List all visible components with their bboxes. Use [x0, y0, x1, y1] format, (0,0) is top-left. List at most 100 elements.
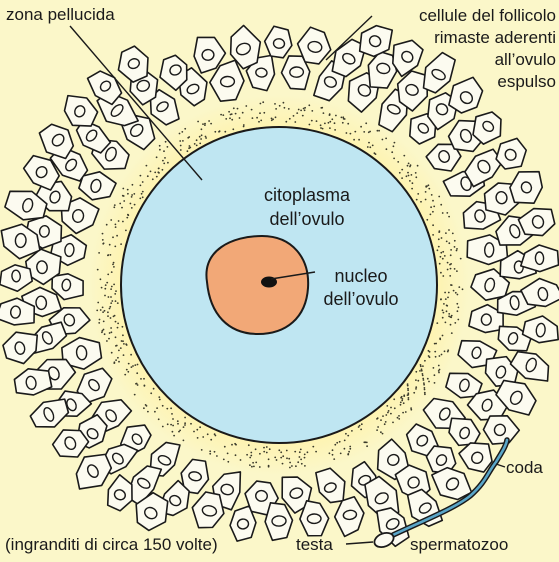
zona-dot: [294, 450, 297, 453]
zona-dot: [381, 138, 384, 141]
zona-dot: [133, 393, 136, 396]
zona-dot: [232, 128, 235, 131]
follicle-cell-nucleus: [509, 295, 520, 311]
zona-dot: [200, 449, 203, 451]
zona-dot: [433, 374, 436, 377]
zona-dot: [432, 234, 434, 236]
zona-dot: [242, 125, 245, 128]
zona-dot: [302, 107, 305, 110]
zona-dot: [315, 450, 317, 453]
zona-dot: [438, 371, 440, 374]
zona-dot: [111, 300, 114, 302]
zona-dot: [110, 351, 113, 354]
zona-dot: [260, 119, 263, 122]
zona-dot: [234, 454, 237, 457]
zona-dot: [108, 243, 111, 246]
zona-dot: [166, 407, 169, 410]
follicle-cell-nucleus: [255, 489, 268, 502]
follicle-cell-nucleus: [471, 346, 482, 360]
zona-dot: [166, 146, 169, 148]
zona-dot: [278, 104, 281, 107]
zona-dot: [366, 146, 369, 148]
zona-dot: [116, 326, 119, 329]
zona-dot: [224, 130, 227, 133]
zona-dot: [363, 131, 366, 133]
zona-dot: [107, 254, 110, 256]
zona-dot: [172, 424, 175, 427]
zona-dot: [176, 420, 179, 423]
zona-dot: [288, 117, 291, 120]
zona-dot: [136, 384, 139, 386]
zona-dot: [101, 306, 104, 309]
zona-dot: [231, 443, 233, 446]
zona-dot: [427, 349, 430, 352]
zona-dot: [304, 106, 306, 109]
follicle-cell-nucleus: [537, 286, 549, 302]
follicle-cell-nucleus: [482, 120, 495, 133]
zona-dot: [254, 448, 257, 451]
zona-dot: [190, 422, 192, 425]
zona-dot: [445, 232, 447, 235]
zona-dot: [272, 118, 274, 121]
zona-dot: [406, 383, 409, 385]
label-magnification: (ingranditi di circa 150 volte): [5, 535, 218, 554]
zona-dot: [419, 370, 421, 372]
zona-dot: [393, 407, 396, 410]
zona-dot: [366, 445, 368, 448]
zona-dot: [443, 255, 446, 257]
zona-dot: [423, 382, 425, 384]
follicle-cell-nucleus: [110, 104, 124, 117]
zona-dot: [258, 120, 260, 123]
follicle-cell-nucleus: [43, 407, 55, 422]
zona-dot: [329, 120, 332, 123]
zona-dot: [166, 423, 169, 426]
zona-dot: [363, 441, 366, 444]
zona-dot: [303, 456, 306, 459]
zona-dot: [385, 414, 388, 416]
zona-dot: [365, 122, 368, 125]
zona-dot: [446, 268, 449, 271]
zona-dot: [130, 196, 133, 198]
label-spermatozoon: spermatozoo: [410, 535, 509, 554]
follicle-cell-nucleus: [483, 242, 495, 258]
zona-dot: [161, 404, 164, 407]
zona-dot: [413, 391, 416, 394]
follicle-cell-nucleus: [74, 105, 86, 118]
zona-dot: [407, 398, 410, 401]
zona-dot: [423, 391, 426, 394]
zona-dot: [117, 322, 119, 325]
zona-dot: [336, 441, 339, 444]
zona-dot: [287, 108, 290, 110]
zona-dot: [429, 213, 432, 216]
zona-dot: [427, 184, 430, 187]
zona-dot: [135, 382, 137, 385]
zona-dot: [444, 291, 446, 294]
zona-dot: [407, 174, 410, 177]
zona-dot: [432, 210, 434, 213]
zona-dot: [122, 354, 125, 356]
zona-dot: [110, 327, 112, 329]
zona-dot: [453, 246, 456, 248]
zona-dot: [306, 451, 309, 454]
follicle-cell-nucleus: [386, 103, 401, 115]
follicle-cell-nucleus: [431, 68, 446, 81]
zona-dot: [158, 144, 161, 147]
zona-dot: [100, 286, 103, 289]
zona-dot: [152, 387, 155, 390]
zona-dot: [383, 423, 386, 426]
zona-dot: [401, 168, 404, 171]
zona-dot: [167, 161, 169, 164]
zona-dot: [449, 254, 452, 257]
follicle-cell-nucleus: [401, 50, 414, 63]
zona-dot: [129, 202, 132, 205]
zona-dot: [319, 124, 322, 127]
follicle-cell-nucleus: [129, 123, 144, 138]
follicle-cell-nucleus: [357, 84, 372, 97]
follicle-cell-nucleus: [481, 398, 493, 412]
zona-dot: [440, 203, 443, 206]
zona-dot: [331, 449, 334, 452]
zona-dot: [447, 349, 450, 352]
zona-dot: [99, 309, 102, 311]
zona-dot: [457, 306, 460, 309]
